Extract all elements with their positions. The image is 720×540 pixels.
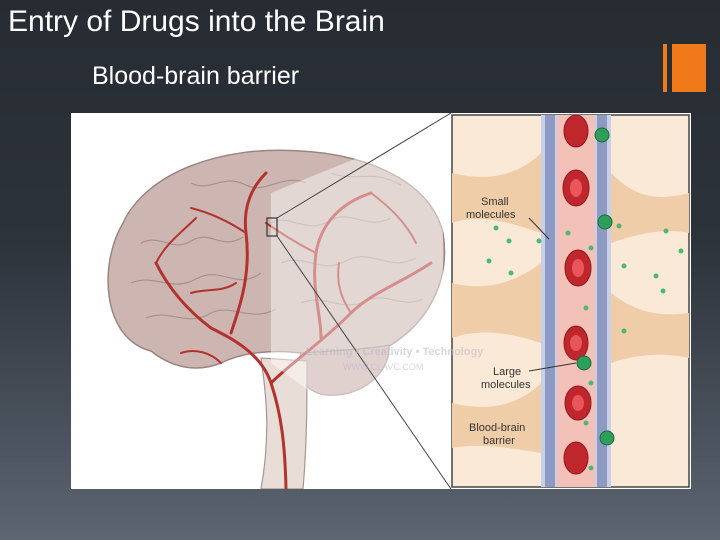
label-small-molecules-1: Small <box>481 196 509 208</box>
accent-bar-thin <box>663 44 667 92</box>
brain-drawing <box>107 123 446 489</box>
label-small-molecules-2: molecules <box>466 209 516 221</box>
accent-bar-decoration <box>663 44 708 92</box>
watermark-line1: Learning • Creativity • Technology <box>306 346 484 358</box>
label-large-molecules-2: molecules <box>481 379 531 391</box>
watermark-line2: WWW.CLAVC.COM <box>343 362 423 372</box>
zoom-connector-lines <box>276 113 452 489</box>
label-large-molecules-1: Large <box>493 366 521 378</box>
blood-brain-barrier-illustration: Small molecules Large molecules Blood-br… <box>71 113 691 489</box>
label-bbb-2: barrier <box>483 435 515 447</box>
illustration-svg: Small molecules Large molecules Blood-br… <box>107 113 690 489</box>
slide-title: Entry of Drugs into the Brain <box>8 5 385 38</box>
label-bbb-1: Blood-brain <box>469 422 525 434</box>
slide-subtitle: Blood-brain barrier <box>92 62 300 90</box>
watermark: Learning • Creativity • Technology WWW.C… <box>306 346 484 372</box>
accent-bar-thick <box>672 44 706 92</box>
barrier-detail-panel: Small molecules Large molecules Blood-br… <box>451 114 690 488</box>
